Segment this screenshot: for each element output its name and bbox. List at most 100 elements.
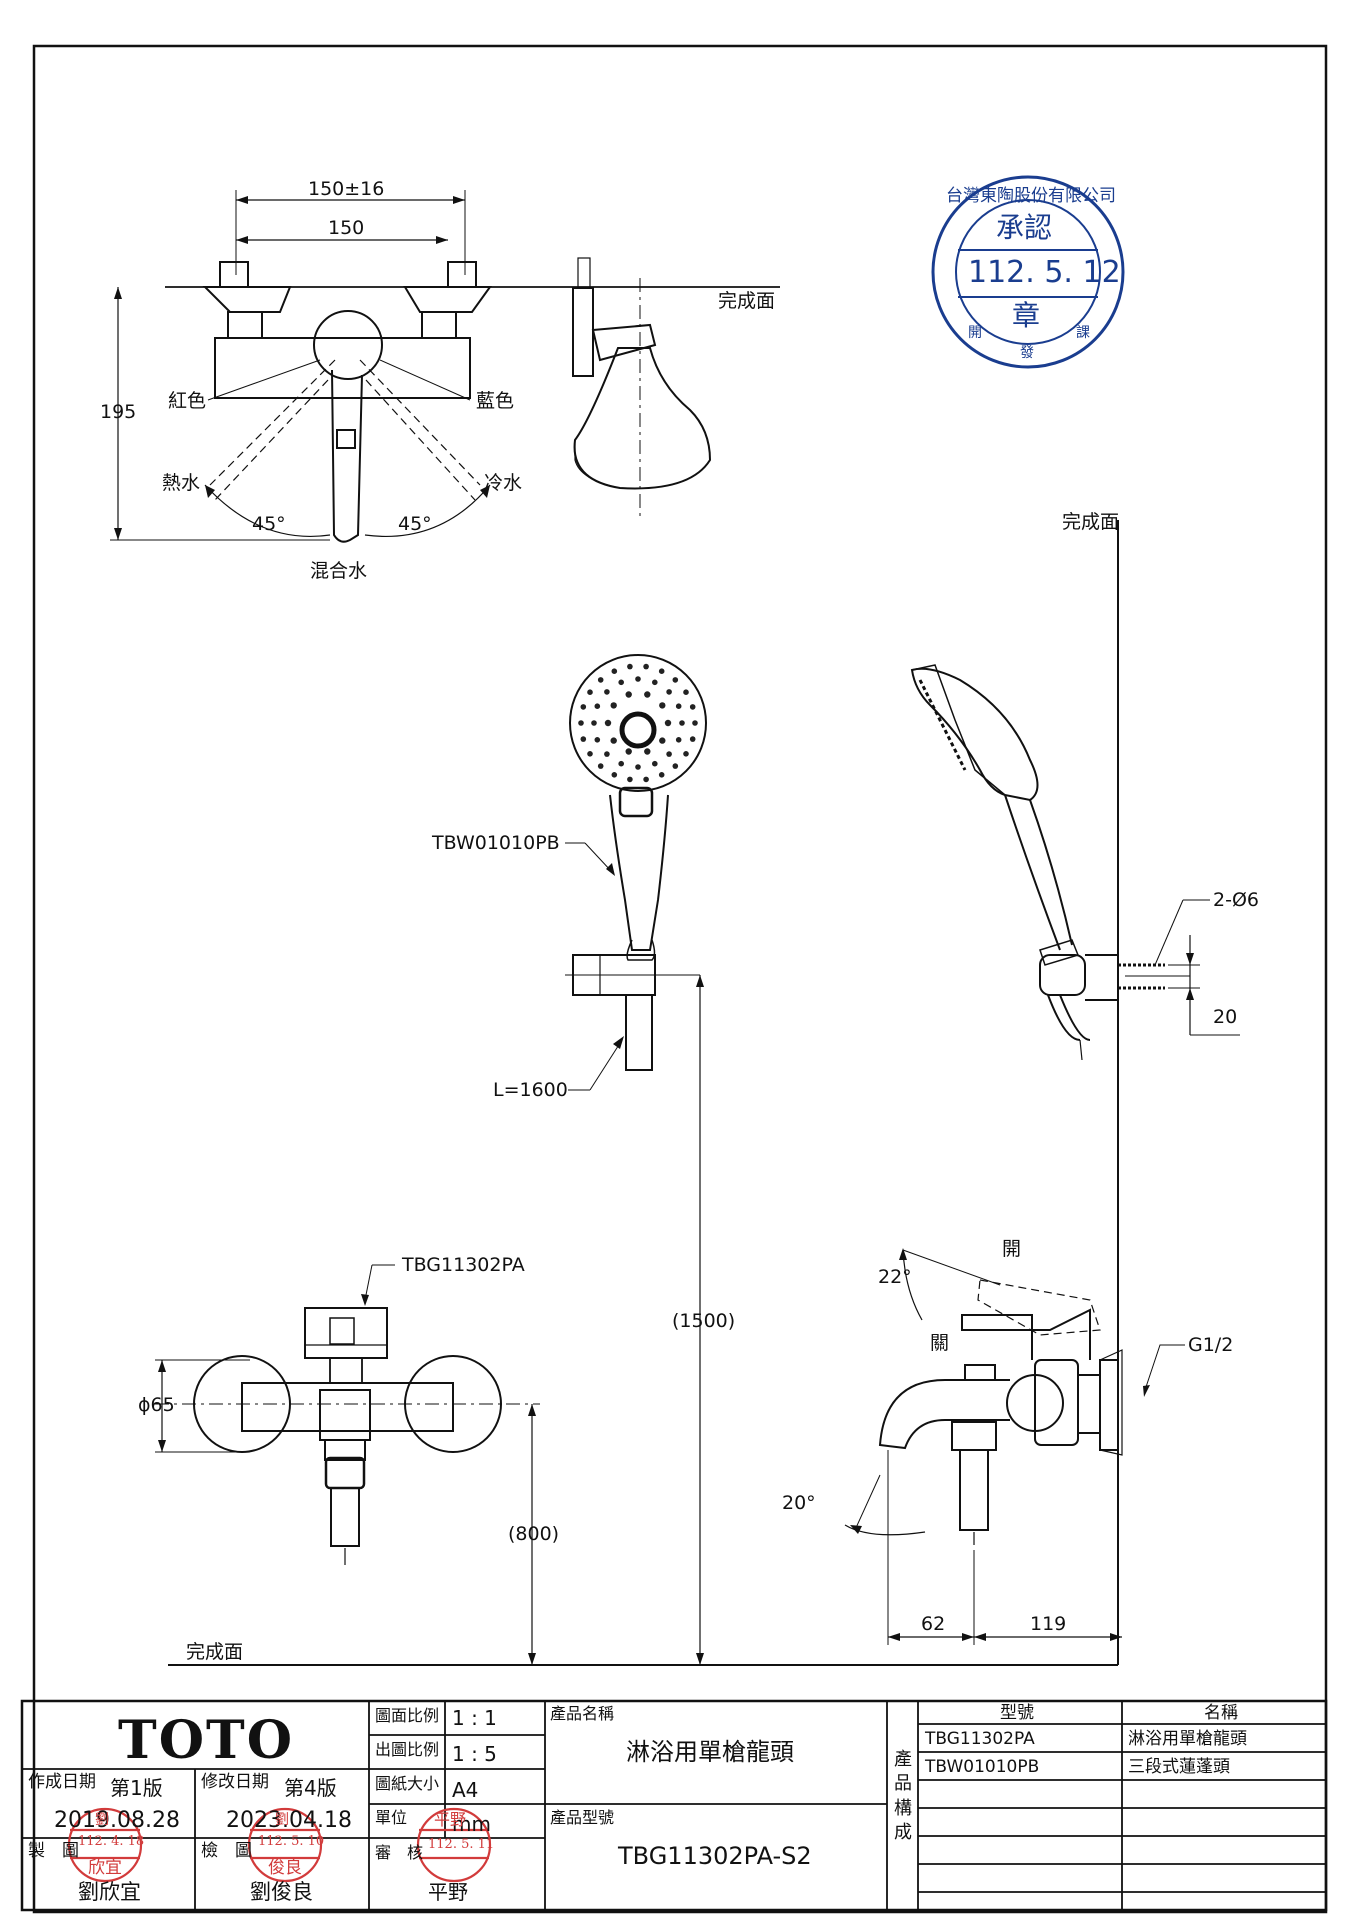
nozzle-dot xyxy=(627,776,633,783)
review-stamp-top: 平野 xyxy=(434,1810,467,1829)
mixed-water-label: 混合水 xyxy=(310,560,368,582)
nozzle-dot xyxy=(658,772,665,778)
screw-size-label: 2-Ø6 xyxy=(1213,889,1259,911)
item-1-name: 淋浴用單槍龍頭 xyxy=(1128,1729,1247,1749)
nozzle-dot xyxy=(580,704,587,710)
modified-date: 2023.04.18 xyxy=(226,1808,352,1833)
nozzle-dot xyxy=(611,772,618,778)
nozzle-dot xyxy=(594,737,601,743)
checked-by-name: 劉俊良 xyxy=(250,1880,313,1904)
sign-stamps xyxy=(67,1807,492,1883)
blue-label: 藍色 xyxy=(476,390,515,412)
drawn-stamp-date: 112. 4. 18 xyxy=(78,1834,145,1849)
finished-surface-label-top: 完成面 xyxy=(718,290,776,312)
nozzle-dot xyxy=(580,736,587,742)
finished-surface-label-wall: 完成面 xyxy=(1062,511,1120,533)
nozzle-dot xyxy=(658,668,665,674)
nozzle-dot xyxy=(625,691,632,698)
composition-label: 產品構成 xyxy=(894,1749,912,1843)
product-name-label: 產品名稱 xyxy=(550,1704,615,1723)
nozzle-dot xyxy=(675,703,682,709)
dim-inner-width: 150 xyxy=(328,217,365,239)
nozzle-dot xyxy=(597,677,604,683)
handshower-model-label: TBW01010PB xyxy=(432,832,560,854)
screw-spacing-label: 20 xyxy=(1213,1006,1238,1028)
drawn-stamp-top: 劉 xyxy=(95,1812,109,1828)
close-label: 關 xyxy=(930,1332,950,1354)
nozzle-dot xyxy=(635,764,641,770)
scale-value: 1 : 1 xyxy=(452,1706,497,1730)
hose-length-label: L=1600 xyxy=(493,1079,568,1101)
nozzle-dot xyxy=(666,751,672,757)
review-label: 審 核 xyxy=(375,1843,424,1862)
finished-surface-label-floor: 完成面 xyxy=(186,1641,244,1663)
dim-62-label: 62 xyxy=(921,1613,946,1635)
angle-right-label: 45° xyxy=(398,513,432,535)
angle-left-label: 45° xyxy=(252,513,286,535)
nozzle-dot xyxy=(666,689,672,695)
model-header: 型號 xyxy=(1000,1703,1034,1723)
nozzle-dot xyxy=(672,677,679,683)
nozzle-dot xyxy=(587,689,593,695)
nozzle-dot xyxy=(627,663,633,670)
stamp-bottom-left: 開 xyxy=(968,325,982,341)
stamp-ring-text: 台灣東陶股份有限公司 xyxy=(946,186,1116,206)
modified-version: 第4版 xyxy=(284,1776,337,1800)
paper-size-label: 圖紙大小 xyxy=(375,1774,440,1793)
review-stamp-date: 112. 5. 11 xyxy=(428,1837,495,1852)
checked-stamp-top: 劉 xyxy=(275,1812,289,1828)
paper-size-value: A4 xyxy=(452,1778,479,1802)
unit-value: mm xyxy=(452,1812,491,1836)
nozzle-dot xyxy=(643,663,649,670)
nozzle-dot xyxy=(625,748,632,755)
nozzle-dot xyxy=(683,751,689,757)
title-block xyxy=(20,1699,1328,1912)
nozzle-dot xyxy=(664,719,672,727)
nozzle-dot xyxy=(679,720,685,726)
checked-stamp-date: 112. 5. 10 xyxy=(258,1834,325,1849)
nozzle-dot xyxy=(604,689,610,695)
nozzle-dot xyxy=(675,737,682,743)
print-scale-value: 1 : 5 xyxy=(452,1742,497,1766)
stamp-title: 承認 xyxy=(996,211,1053,244)
toto-logo: TOTO xyxy=(118,1710,294,1771)
name-header: 名稱 xyxy=(1204,1703,1238,1723)
stamp-bottom-right: 課 xyxy=(1076,325,1090,341)
spout-angle-label: 20° xyxy=(782,1492,816,1514)
height-1500-label: (1500) xyxy=(672,1310,736,1332)
item-2-model: TBW01010PB xyxy=(925,1757,1040,1777)
nozzle-dot xyxy=(604,719,612,727)
nozzle-dot xyxy=(610,702,617,709)
cold-water-label: 冷水 xyxy=(484,472,523,494)
dim-height-195: 195 xyxy=(100,401,137,423)
handshower-side-view xyxy=(910,520,1240,1665)
nozzle-dot xyxy=(618,760,624,767)
front-view xyxy=(110,190,780,543)
nozzle-dot xyxy=(635,676,641,682)
nozzle-dot xyxy=(591,720,597,726)
item-1-model: TBG11302PA xyxy=(925,1729,1035,1749)
nozzle-dot xyxy=(644,748,651,755)
nozzle-dot xyxy=(659,702,666,709)
drawn-by-name: 劉欣宜 xyxy=(78,1880,141,1904)
scale-label: 圖面比例 xyxy=(375,1706,440,1725)
checked-by-label: 檢 圖 xyxy=(201,1841,252,1861)
nozzle-dot xyxy=(643,776,649,783)
nozzle-dot xyxy=(652,760,658,767)
product-model: TBG11302PA-S2 xyxy=(618,1842,812,1870)
unit-label: 單位 xyxy=(375,1808,408,1827)
mixer-side-view xyxy=(844,1248,1185,1645)
review-name: 平野 xyxy=(428,1880,468,1904)
nozzle-dot xyxy=(672,763,679,769)
nozzle-dot xyxy=(659,737,666,744)
created-date-label: 作成日期 xyxy=(28,1772,96,1792)
mixer-model-label: TBG11302PA xyxy=(402,1254,525,1276)
nozzle-dot xyxy=(578,720,584,726)
nozzle-dot xyxy=(604,751,610,757)
handshower-front-view xyxy=(565,654,707,1091)
red-label: 紅色 xyxy=(168,390,207,412)
stamp-bottom-mid: 發 xyxy=(1020,345,1034,361)
drawn-stamp-name: 欣宜 xyxy=(88,1858,122,1878)
nozzle-dot xyxy=(644,691,651,698)
